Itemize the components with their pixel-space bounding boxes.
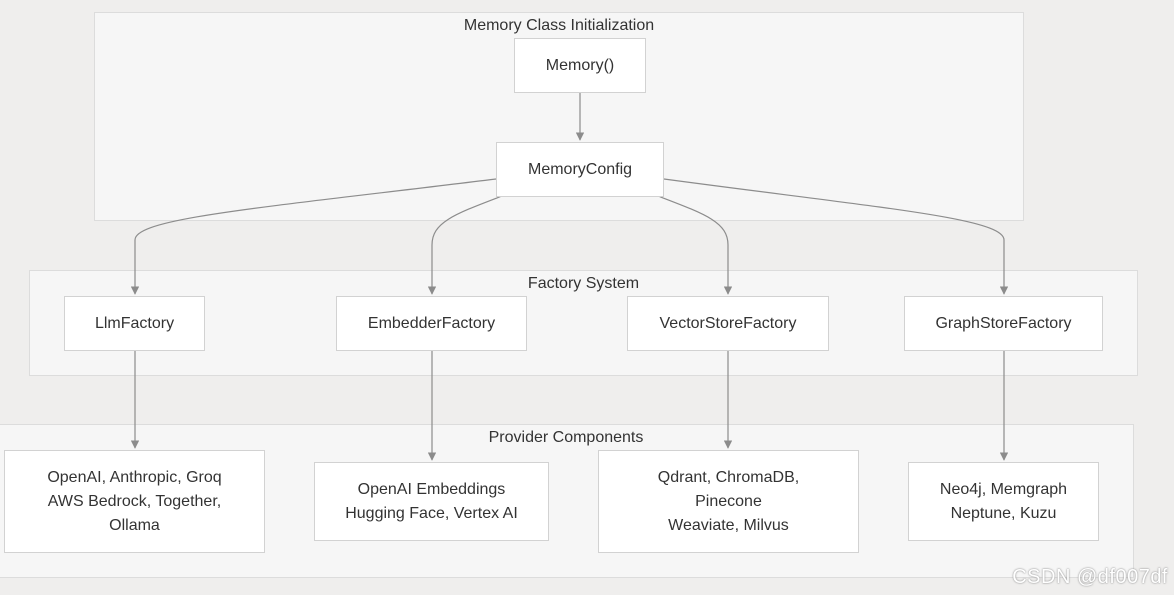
memory-node-label: Memory() <box>545 56 615 74</box>
vector-store-factory-node-label: VectorStoreFactory <box>659 314 797 332</box>
memory-class-initialization-label: Memory Class Initialization <box>463 17 655 34</box>
embedder-providers-line: OpenAI Embeddings <box>357 480 506 498</box>
llm-providers-line: AWS Bedrock, Together, <box>47 492 222 510</box>
vector-providers-line: Pinecone <box>695 492 762 510</box>
csdn-watermark: CSDN @df007df <box>1012 566 1168 588</box>
llm-providers-line: OpenAI, Anthropic, Groq <box>47 468 222 486</box>
llm-providers-line: Ollama <box>109 516 160 534</box>
vector-providers-node: Qdrant, ChromaDB, Pinecone Weaviate, Mil… <box>598 450 859 553</box>
memory-config-node-label: MemoryConfig <box>527 160 633 178</box>
embedder-providers-node: OpenAI Embeddings Hugging Face, Vertex A… <box>314 462 549 541</box>
graph-providers-line: Neo4j, Memgraph <box>939 480 1068 498</box>
vector-providers-line: Qdrant, ChromaDB, <box>657 468 800 486</box>
factory-system-label: Factory System <box>527 275 640 292</box>
graph-store-factory-node-label: GraphStoreFactory <box>935 314 1072 332</box>
llm-factory-node: LlmFactory <box>64 296 205 351</box>
embedder-factory-node: EmbedderFactory <box>336 296 527 351</box>
llm-providers-node: OpenAI, Anthropic, Groq AWS Bedrock, Tog… <box>4 450 265 553</box>
embedder-factory-node-label: EmbedderFactory <box>367 314 496 332</box>
vector-providers-line: Weaviate, Milvus <box>668 516 789 534</box>
embedder-providers-line: Hugging Face, Vertex AI <box>345 504 518 522</box>
graph-providers-line: Neptune, Kuzu <box>950 504 1057 522</box>
graph-store-factory-node: GraphStoreFactory <box>904 296 1103 351</box>
llm-factory-node-label: LlmFactory <box>94 314 175 332</box>
provider-components-label: Provider Components <box>488 429 644 446</box>
vector-store-factory-node: VectorStoreFactory <box>627 296 829 351</box>
memory-node: Memory() <box>514 38 646 93</box>
graph-providers-node: Neo4j, Memgraph Neptune, Kuzu <box>908 462 1099 541</box>
memory-config-node: MemoryConfig <box>496 142 664 197</box>
